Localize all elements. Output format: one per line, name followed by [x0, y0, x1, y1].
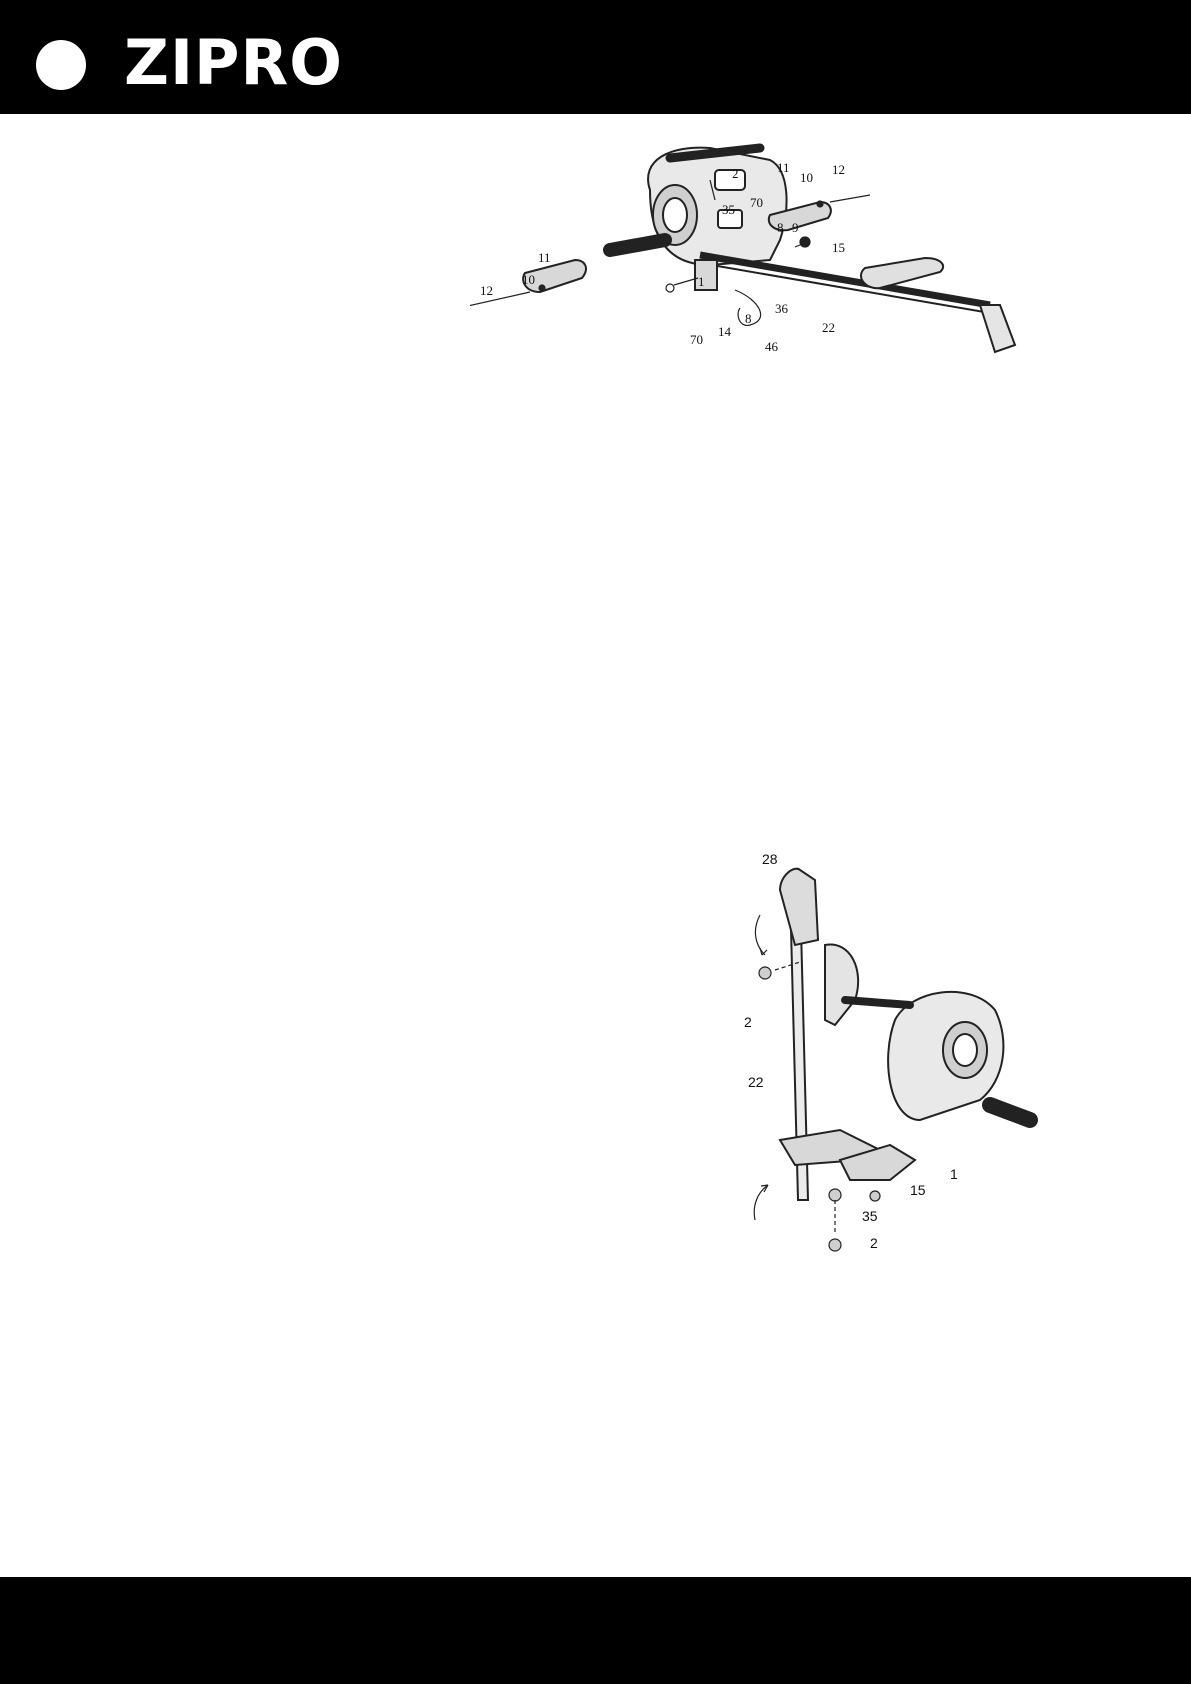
rower-folded-view: 28 2 22 15 1 35 2 [740, 850, 1040, 1270]
label-part-14: 14 [718, 324, 732, 339]
label-part-35: 35 [862, 1208, 878, 1224]
header-bar: ZIPRO [0, 0, 1191, 114]
label-part-35: 35 [722, 202, 735, 217]
label-part-12-right: 12 [832, 162, 845, 177]
label-part-12-left: 12 [480, 283, 493, 298]
label-part-8-upper: 8 [777, 220, 784, 235]
label-part-9: 9 [792, 220, 799, 235]
label-part-15: 15 [910, 1182, 926, 1198]
brand-logo: ZIPRO [124, 28, 343, 98]
label-part-1: 1 [698, 274, 705, 289]
label-part-36: 36 [775, 301, 789, 316]
label-part-11-left: 11 [538, 250, 551, 265]
assembly-diagram-top: 2 35 11 10 12 70 8 9 15 1 36 22 11 10 12… [470, 140, 1050, 380]
label-part-22: 22 [748, 1074, 764, 1090]
rower-exploded-view: 2 35 11 10 12 70 8 9 15 1 36 22 11 10 12… [470, 140, 1050, 380]
logo-circle [36, 40, 86, 90]
label-part-70-left: 70 [690, 332, 703, 347]
label-part-46: 46 [765, 339, 779, 354]
label-part-2-upper: 2 [744, 1014, 752, 1030]
assembly-diagram-bottom: 28 2 22 15 1 35 2 [740, 850, 1040, 1270]
label-part-11-right: 11 [777, 160, 790, 175]
label-part-1: 1 [950, 1166, 958, 1182]
label-part-8-lower: 8 [745, 311, 752, 326]
label-part-10-left: 10 [522, 272, 535, 287]
label-part-2: 2 [732, 166, 739, 181]
label-part-15: 15 [832, 240, 845, 255]
label-part-22: 22 [822, 320, 835, 335]
footer-bar [0, 1577, 1191, 1684]
label-part-2-lower: 2 [870, 1235, 878, 1251]
label-part-10-right: 10 [800, 170, 813, 185]
label-part-70-right: 70 [750, 195, 763, 210]
label-part-28: 28 [762, 851, 778, 867]
